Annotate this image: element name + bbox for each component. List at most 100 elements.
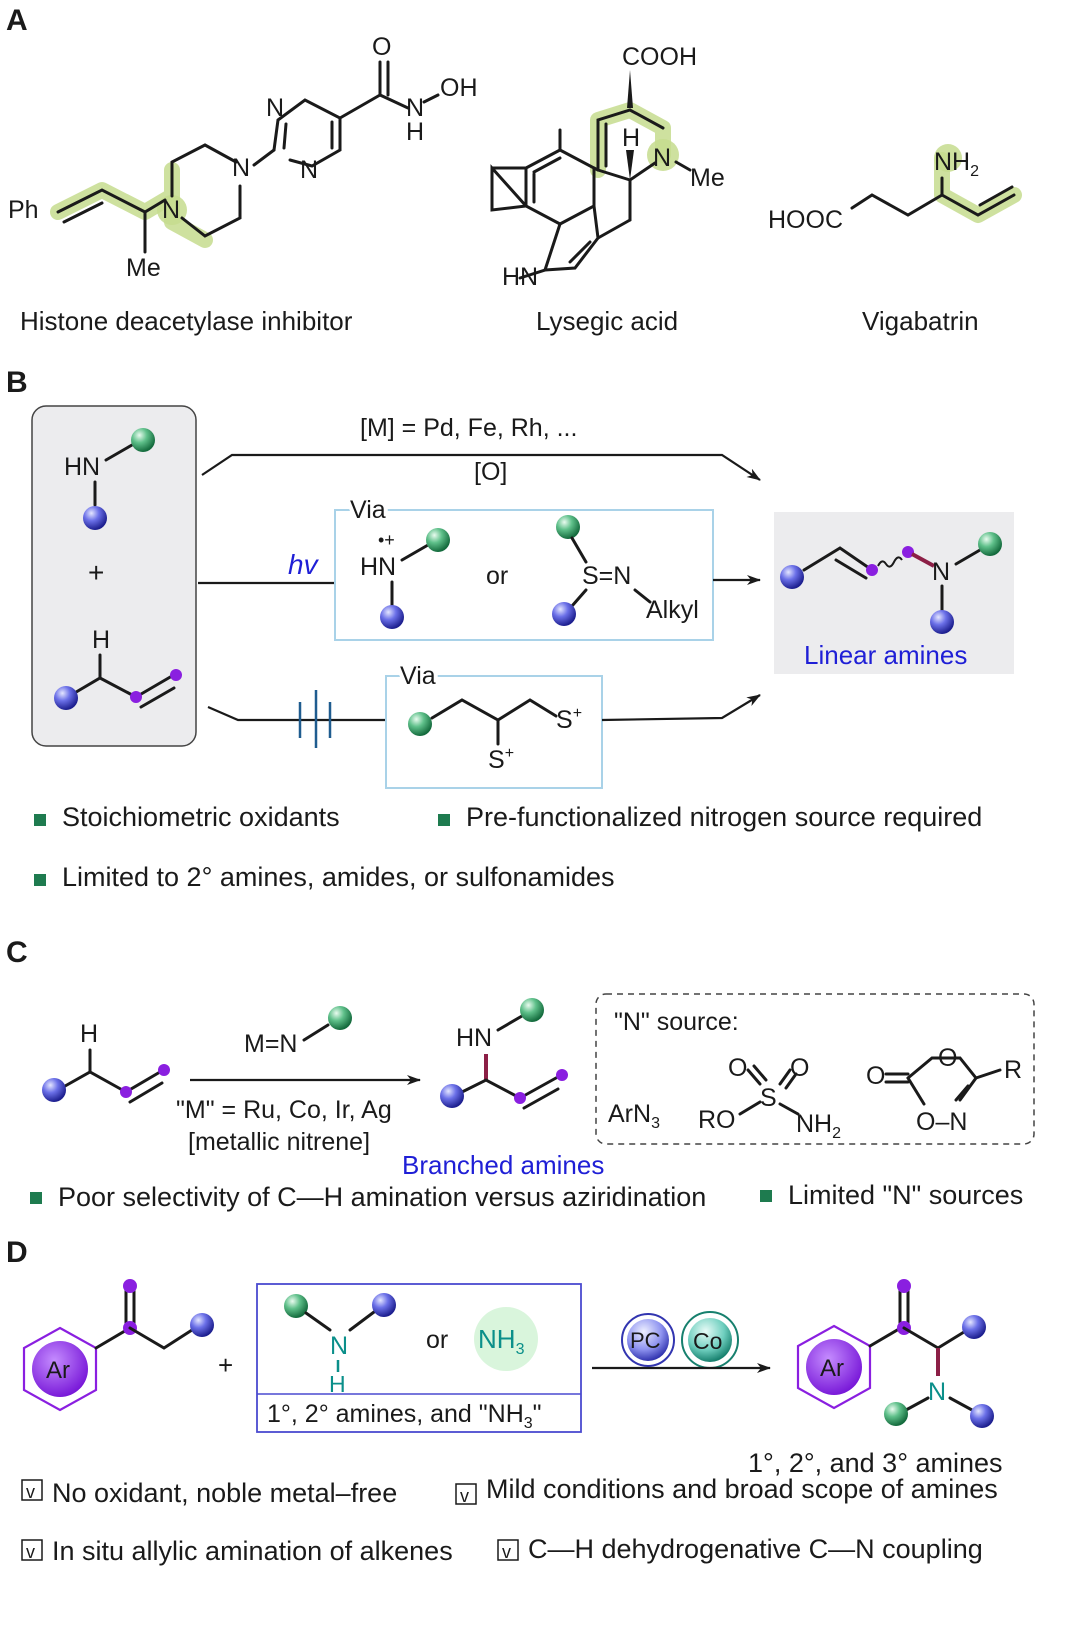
via-label-halo: Via (400, 662, 436, 690)
via-label-2: Via (400, 662, 436, 690)
sulfamate-o-2: O (790, 1054, 809, 1082)
photo-intermediate-box (334, 509, 714, 641)
checkbox-mark: v (502, 1542, 511, 1562)
n-source-title: "N" source: (614, 1008, 739, 1036)
atom-n-pyrimidine-2: N (300, 156, 318, 184)
bullet-square (438, 814, 450, 826)
blue-sphere (42, 1078, 66, 1102)
atom-nh2: NH2 (934, 148, 979, 180)
sulfamate-ro: RO (698, 1106, 736, 1134)
cobalt-label: Co (693, 1328, 722, 1354)
metal-condition: [M] = Pd, Fe, Rh, ... (360, 414, 577, 442)
checkbox-mark: v (26, 1542, 35, 1562)
atom-n-lysergic: N (653, 144, 671, 172)
ammonia-label: NH3 (478, 1324, 525, 1358)
cobalt-sphere (688, 1318, 732, 1362)
green-sphere (426, 528, 450, 552)
route-line-electrochemical (207, 705, 386, 722)
blue-substituent-sphere (83, 506, 107, 530)
new-cn-bond (911, 552, 935, 568)
purple-atom (120, 1086, 132, 1098)
atom-hooc: HOOC (768, 206, 843, 234)
blue-sphere (962, 1315, 986, 1339)
purple-atom (130, 691, 142, 703)
amine-h: H (329, 1371, 346, 1397)
blue-sphere (440, 1084, 464, 1108)
bullet-limited-amines: Limited to 2° amines, amides, or sulfona… (62, 862, 615, 892)
radical-cation-hn: HN (360, 553, 396, 581)
route-arrow-oxidative (201, 453, 761, 481)
atom-cooh: COOH (622, 43, 697, 71)
sulfonium-s-2: S+ (488, 745, 514, 774)
panel-d-letter: D (6, 1236, 28, 1269)
sulfamate-o-1: O (728, 1054, 747, 1082)
green-sphere (408, 712, 432, 736)
purple-atom (123, 1279, 137, 1293)
checkbox-mark: v (26, 1482, 35, 1502)
sulfamate-nh2: NH2 (796, 1110, 841, 1142)
bullet-mild-conditions: Mild conditions and broad scope of amine… (486, 1474, 998, 1504)
atom-o-carbonyl: O (372, 33, 391, 61)
blue-alkene-sphere (54, 686, 78, 710)
purple-atom (902, 546, 914, 558)
product-aryl-label: Ar (820, 1355, 844, 1382)
caption-vigabatrin: Vigabatrin (862, 306, 979, 336)
pc-cycle-ring (621, 1313, 675, 1367)
branched-amines-label: Branched amines (402, 1150, 604, 1180)
bullet-square (34, 874, 46, 886)
dioxazolone-o-ring: O (938, 1044, 957, 1072)
atom-ph: Ph (8, 196, 39, 224)
green-substituent-sphere (131, 428, 155, 452)
bullet-square (34, 814, 46, 826)
substrate-allylic-h: H (80, 1020, 98, 1048)
product-n: N (932, 558, 950, 586)
plus-d: + (218, 1350, 233, 1380)
purple-atom (556, 1069, 568, 1081)
dioxazolone-o-exo: O (866, 1062, 885, 1090)
photocatalyst-sphere (627, 1319, 669, 1361)
radical-cation-mark: •+ (378, 530, 395, 550)
wavy-bond (877, 556, 903, 568)
dioxazolone-o-n: O–N (916, 1108, 967, 1136)
hv-label: hv (288, 549, 320, 580)
aryl-azide: ArN3 (608, 1100, 660, 1132)
n-source-box (595, 993, 1035, 1145)
atom-me: Me (126, 254, 161, 282)
route-arrow-electrochemical (601, 694, 761, 722)
product-hn: HN (456, 1024, 492, 1052)
linear-amines-label: Linear amines (804, 640, 967, 670)
nitrene-condition-2: [metallic nitrene] (188, 1128, 370, 1156)
panel-b-letter: B (6, 366, 28, 399)
photocatalyst-label: PC (630, 1328, 661, 1353)
amine-reagent-box (256, 1283, 582, 1433)
blue-sphere (780, 565, 804, 589)
panel-a-letter: A (6, 4, 28, 37)
blue-sphere (930, 610, 954, 634)
panel-d: D Ar + N H or NH3 1°, 2° amines, and "NH… (6, 1236, 1003, 1566)
caption-hdac-inhibitor: Histone deacetylase inhibitor (20, 306, 353, 336)
purple-atom (866, 564, 878, 576)
green-sphere (520, 998, 544, 1022)
green-sphere (328, 1006, 352, 1030)
sulfilimine-s-n: S=N (582, 562, 631, 590)
panel-b: B HN + H [M] = Pd, Fe, Rh, ... [O] hv Vi… (6, 366, 1014, 892)
reactants-box (31, 405, 197, 747)
atom-n-piperazine-2: N (232, 154, 250, 182)
panel-a: A Ph Me N N N N O N OH (6, 4, 1022, 336)
nitrogen-highlight (157, 195, 187, 225)
green-sphere (884, 1402, 908, 1426)
oxidant-condition: [O] (474, 458, 507, 486)
product-aryl-sphere (806, 1339, 862, 1395)
via-label-halo: Via (350, 496, 386, 524)
reactant-plus: + (88, 557, 104, 588)
blue-sphere (552, 602, 576, 626)
purple-atom (897, 1279, 911, 1293)
blue-sphere (380, 605, 404, 629)
electro-intermediate-box (385, 675, 603, 789)
product-amines-label: 1°, 2°, and 3° amines (748, 1448, 1003, 1478)
molecule-hdac-inhibitor: Ph Me N N N N O N OH H (8, 33, 478, 282)
green-sphere (556, 515, 580, 539)
atom-n-hydroxamate: N (406, 94, 424, 122)
sulfonium-s-1: S+ (556, 705, 582, 734)
checkbox-icon (21, 1539, 43, 1561)
